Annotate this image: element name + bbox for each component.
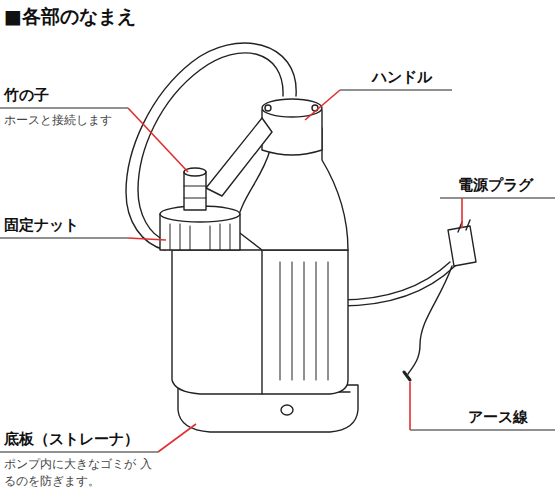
diagram-title: ■各部のなまえ (4, 4, 136, 30)
part-name: 竹の子 (4, 86, 49, 105)
part-note: ポンプ内に大きなゴミが 入るのを防ぎます。 (4, 456, 154, 489)
part-name: アース線 (468, 408, 528, 427)
part-note: ホースと接続します (4, 112, 144, 129)
part-name: 固定ナット (4, 216, 79, 235)
part-name: 底板（ストレーナ） (4, 430, 139, 449)
part-name: ハンドル (372, 68, 432, 87)
part-name: 電源プラグ (458, 176, 533, 195)
